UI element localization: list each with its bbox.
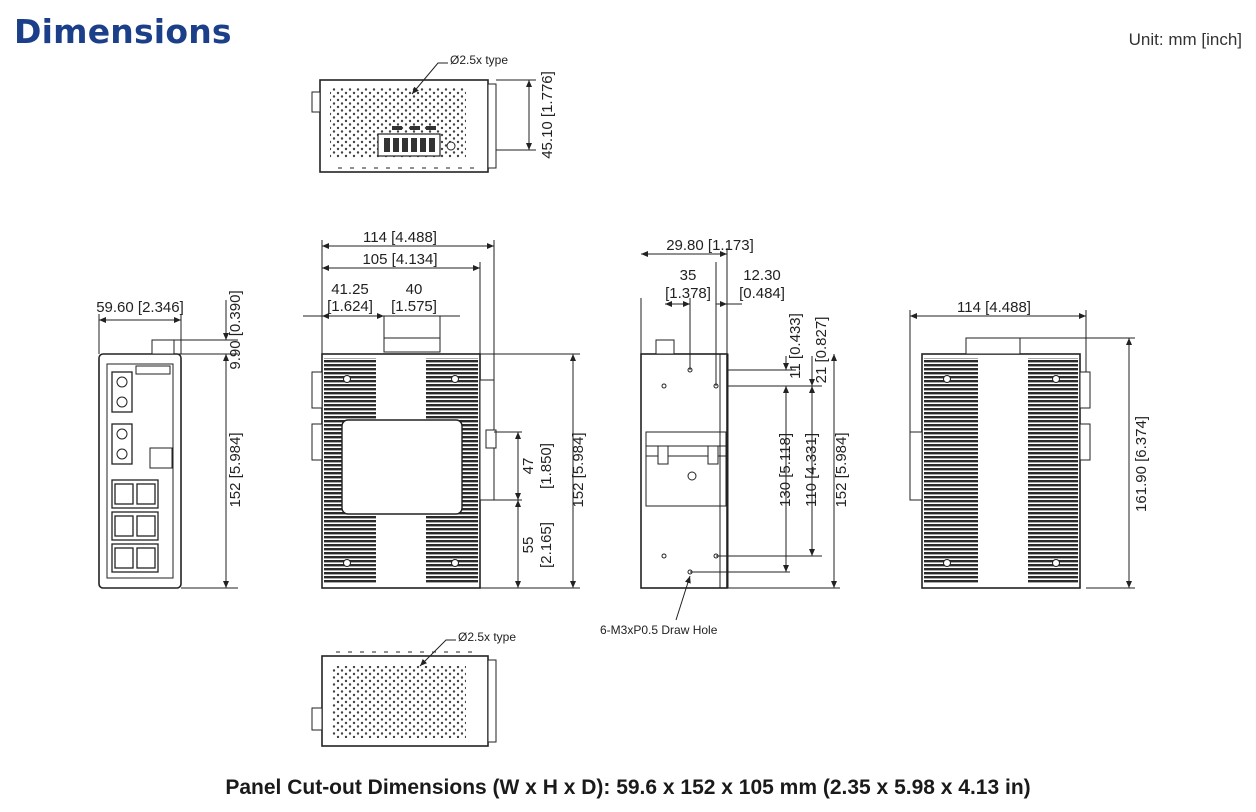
rear-view	[640, 248, 840, 621]
dim-other-side-depth: 114 [4.488]	[957, 299, 1031, 316]
dim-side-offset-a-in: [1.624]	[327, 298, 373, 315]
dim-rear-width: 29.80 [1.173]	[666, 237, 754, 254]
side-view	[303, 240, 580, 589]
callout-hole-type-top: Ø2.5x type	[450, 53, 508, 67]
dim-rear-hole-a-mm: 35	[680, 267, 697, 284]
dim-side-clip-lower-mm: 55	[520, 537, 537, 554]
dim-front-width: 59.60 [2.346]	[96, 299, 184, 316]
page-title: Dimensions	[14, 12, 232, 51]
dim-side-clip-upper-mm: 47	[520, 458, 537, 475]
callout-draw-hole: 6-M3xP0.5 Draw Hole	[600, 623, 718, 637]
dim-rear-v1: 11 [0.433]	[787, 313, 804, 379]
callout-hole-type-bottom: Ø2.5x type	[458, 630, 516, 644]
dim-side-offset-b-in: [1.575]	[391, 298, 437, 315]
front-view	[98, 300, 238, 589]
bottom-view	[311, 639, 497, 747]
other-side-view	[909, 310, 1135, 589]
dim-side-clip-lower-in: [2.165]	[538, 522, 555, 568]
dim-rear-v2: 21 [0.827]	[813, 317, 830, 384]
unit-note: Unit: mm [inch]	[1128, 30, 1242, 49]
dim-top-height: 45.10 [1.776]	[539, 71, 556, 159]
dim-rear-hole-a-in: [1.378]	[665, 285, 711, 302]
dim-side-clip-upper-in: [1.850]	[538, 443, 555, 489]
dim-side-offset-b-mm: 40	[406, 281, 423, 298]
dim-side-overall-depth: 114 [4.488]	[363, 229, 437, 246]
dim-other-side-height: 161.90 [6.374]	[1133, 416, 1150, 512]
dim-rear-hole-b-mm: 12.30	[743, 267, 781, 284]
dimension-drawing: Ø2.5x type Ø2.5x type 6-M3xP0.5 Draw Hol…	[96, 53, 1150, 747]
panel-cutout-caption: Panel Cut-out Dimensions (W x H x D): 59…	[225, 776, 1031, 799]
dim-front-height: 152 [5.984]	[227, 432, 244, 507]
dim-front-top-offset: 9.90 [0.390]	[227, 290, 244, 369]
dim-side-height: 152 [5.984]	[570, 432, 587, 507]
dim-rear-hole-b-in: [0.484]	[739, 285, 785, 302]
dim-rear-v4: 110 [4.331]	[803, 433, 820, 507]
dim-rear-v3: 130 [5.118]	[777, 433, 794, 507]
dim-rear-height: 152 [5.984]	[833, 432, 850, 507]
top-view	[311, 62, 536, 173]
dim-side-offset-a-mm: 41.25	[331, 281, 369, 298]
dim-side-body-depth: 105 [4.134]	[362, 251, 437, 268]
